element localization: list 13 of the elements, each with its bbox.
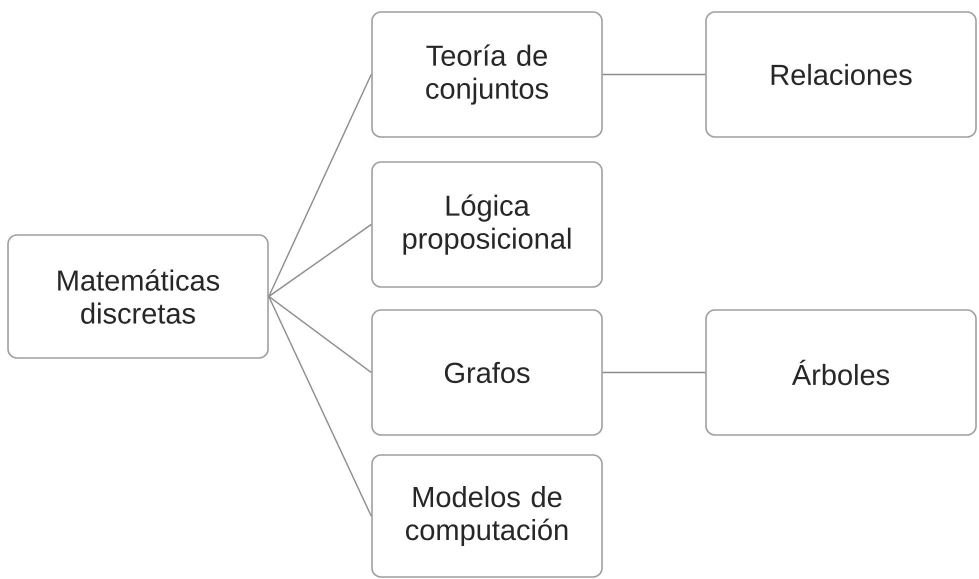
topic-box: Teoría de conjuntos — [371, 11, 603, 138]
connector-line — [602, 74, 706, 76]
topic-box: Grafos — [371, 309, 603, 436]
connector-line — [268, 296, 372, 374]
topic-box: Modelos de computación — [371, 454, 603, 578]
connector-line — [268, 74, 372, 297]
topic-box: Matemáticas discretas — [7, 234, 269, 359]
connector-line — [268, 224, 372, 298]
topic-box: Lógica proposicional — [371, 161, 603, 288]
connector-line — [268, 296, 372, 516]
connector-line — [602, 372, 706, 374]
topic-box: Árboles — [705, 309, 977, 436]
topic-box: Relaciones — [705, 11, 977, 138]
